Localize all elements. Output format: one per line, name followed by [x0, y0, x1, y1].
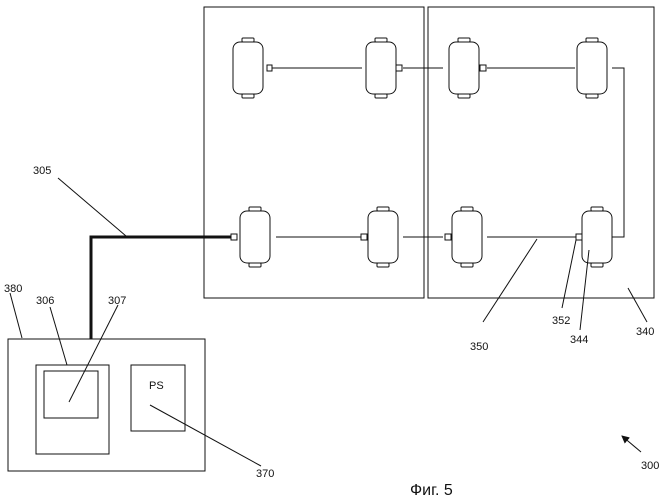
- label-340: 340: [636, 326, 654, 338]
- label-352: 352: [552, 315, 570, 327]
- control-box: [8, 339, 205, 471]
- leader-300-arrow: [622, 436, 641, 452]
- label-306: 306: [36, 295, 54, 307]
- label-307: 307: [108, 295, 126, 307]
- label-350: 350: [470, 341, 488, 353]
- label-380: 380: [4, 283, 22, 295]
- power-supply-box: [131, 365, 185, 431]
- leader-380: [10, 293, 22, 338]
- connector-top-1: [267, 65, 272, 71]
- leader-340: [628, 288, 647, 322]
- label-344: 344: [570, 334, 588, 346]
- connector-bottom-1: [231, 234, 237, 240]
- power-supply-label: PS: [149, 380, 164, 392]
- connector-top-3: [480, 65, 486, 71]
- connector-bottom-2: [361, 234, 367, 240]
- device-bottom-2: [368, 207, 398, 267]
- leader-307: [69, 305, 118, 402]
- connector-bottom-3: [445, 234, 451, 240]
- label-305: 305: [33, 165, 51, 177]
- device-344: [582, 207, 612, 267]
- leader-350: [483, 239, 537, 322]
- connector-top-2: [396, 65, 402, 71]
- device-bottom-3: [452, 207, 482, 267]
- connector-352: [576, 234, 582, 240]
- device-top-1: [233, 38, 263, 98]
- device-top-2: [366, 38, 396, 98]
- label-300: 300: [641, 460, 659, 472]
- figure-caption: Фиг. 5: [410, 482, 453, 499]
- display-screen: [44, 371, 98, 418]
- wire-right-return: [612, 68, 624, 237]
- device-bottom-1: [240, 207, 270, 267]
- device-top-3: [449, 38, 479, 98]
- leader-306: [50, 307, 67, 365]
- label-370: 370: [256, 468, 274, 480]
- device-top-4: [577, 38, 607, 98]
- bus-cable: [91, 237, 231, 339]
- leader-305: [58, 178, 126, 236]
